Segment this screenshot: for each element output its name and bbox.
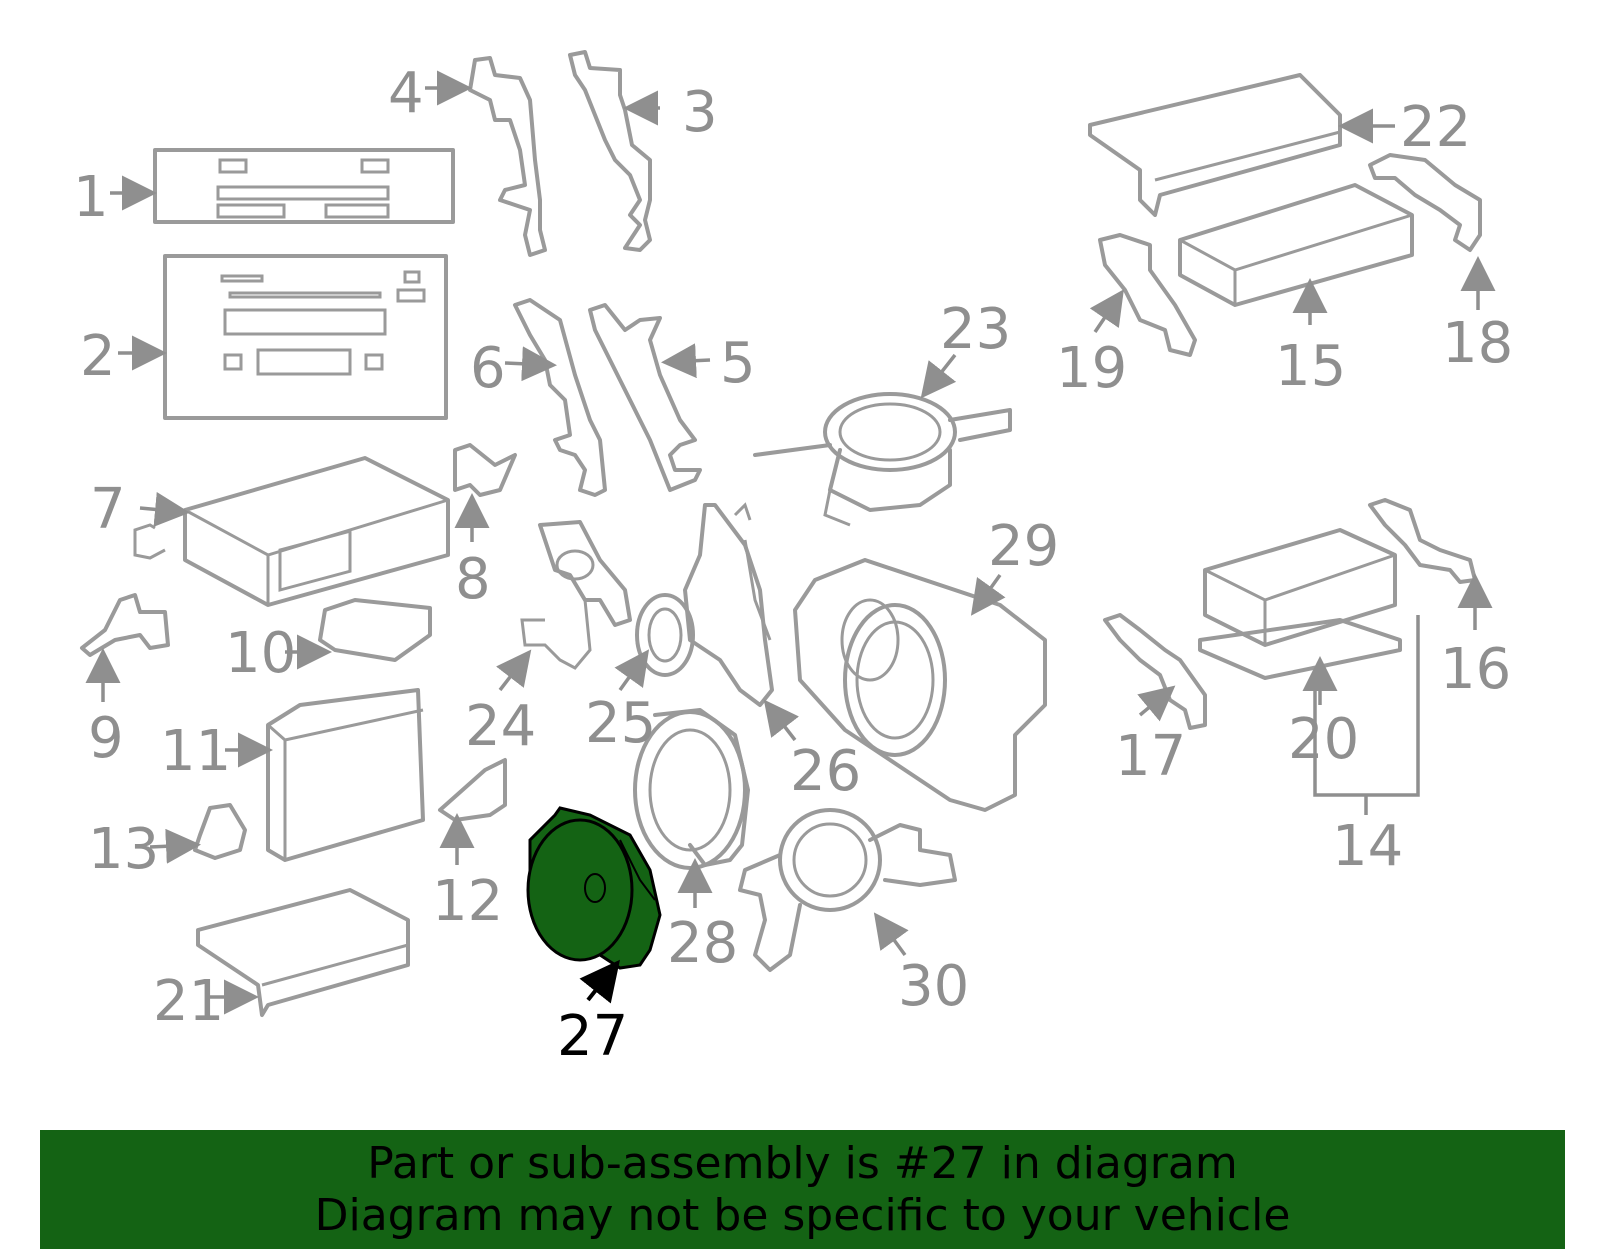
part-12-bracket: [438, 758, 507, 822]
part-24-speaker: [520, 520, 632, 670]
part-2-control-panel: [163, 254, 448, 420]
label-7: 7: [90, 477, 126, 542]
part-17-bracket: [1103, 613, 1207, 730]
label-25: 25: [585, 691, 656, 756]
label-30: 30: [898, 954, 969, 1019]
part-30-speaker: [738, 808, 957, 972]
part-7-unit: [133, 456, 450, 607]
label-27: 27: [557, 1004, 628, 1069]
part-23-speaker: [753, 392, 1012, 527]
parts-diagram: 1 2 3 4 5 6 7 8 9 10 11 12 13 14 15 16 1…: [73, 50, 1513, 1069]
banner-line-2: Diagram may not be specific to your vehi…: [314, 1190, 1291, 1241]
part-22-amp-cover: [1088, 73, 1342, 217]
label-11: 11: [160, 719, 231, 784]
label-17: 17: [1115, 724, 1186, 789]
part-3-bracket: [568, 50, 652, 252]
label-1: 1: [73, 165, 109, 230]
banner-line-1: Part or sub-assembly is #27 in diagram: [367, 1138, 1238, 1189]
part-26-speaker-bracket: [635, 502, 774, 707]
label-26: 26: [790, 739, 861, 804]
leader-lines: [85, 70, 1496, 1015]
part-14-amp-assembly: [1198, 528, 1402, 680]
label-5: 5: [720, 331, 756, 396]
part-1-faceplate: [153, 148, 455, 224]
label-8: 8: [455, 547, 491, 612]
part-16-bracket: [1368, 498, 1477, 584]
part-9-bracket: [80, 593, 170, 657]
label-16: 16: [1440, 637, 1511, 702]
label-15: 15: [1275, 334, 1346, 399]
label-28: 28: [667, 911, 738, 976]
part-4-bracket: [468, 56, 547, 257]
label-20: 20: [1288, 707, 1359, 772]
part-6-bracket: [513, 298, 607, 497]
label-24: 24: [465, 694, 536, 759]
part-19-bracket: [1098, 233, 1197, 357]
label-18: 18: [1442, 311, 1513, 376]
part-11-box: [266, 688, 425, 862]
part-21-cover: [196, 888, 410, 1017]
label-13: 13: [88, 817, 159, 882]
part-5-bracket: [588, 303, 702, 492]
part-10-module: [318, 598, 432, 662]
label-21: 21: [153, 969, 224, 1034]
part-13-bracket: [193, 803, 247, 860]
label-14: 14: [1332, 814, 1403, 879]
label-9: 9: [88, 706, 124, 771]
info-banner: Part or sub-assembly is #27 in diagram D…: [40, 1130, 1565, 1249]
label-29: 29: [988, 514, 1059, 579]
part-27-speaker-highlighted: [526, 806, 662, 970]
part-labels: 1 2 3 4 5 6 7 8 9 10 11 12 13 14 15 16 1…: [73, 61, 1513, 1069]
label-2: 2: [80, 324, 116, 389]
label-22: 22: [1400, 95, 1471, 160]
label-19: 19: [1056, 336, 1127, 401]
label-6: 6: [470, 336, 506, 401]
part-8-bracket: [453, 443, 517, 497]
label-4: 4: [388, 61, 424, 126]
part-18-bracket: [1368, 153, 1482, 252]
part-15-amplifier: [1178, 183, 1414, 307]
label-23: 23: [940, 297, 1011, 362]
label-12: 12: [432, 869, 503, 934]
label-3: 3: [682, 80, 718, 145]
label-10: 10: [225, 621, 296, 686]
